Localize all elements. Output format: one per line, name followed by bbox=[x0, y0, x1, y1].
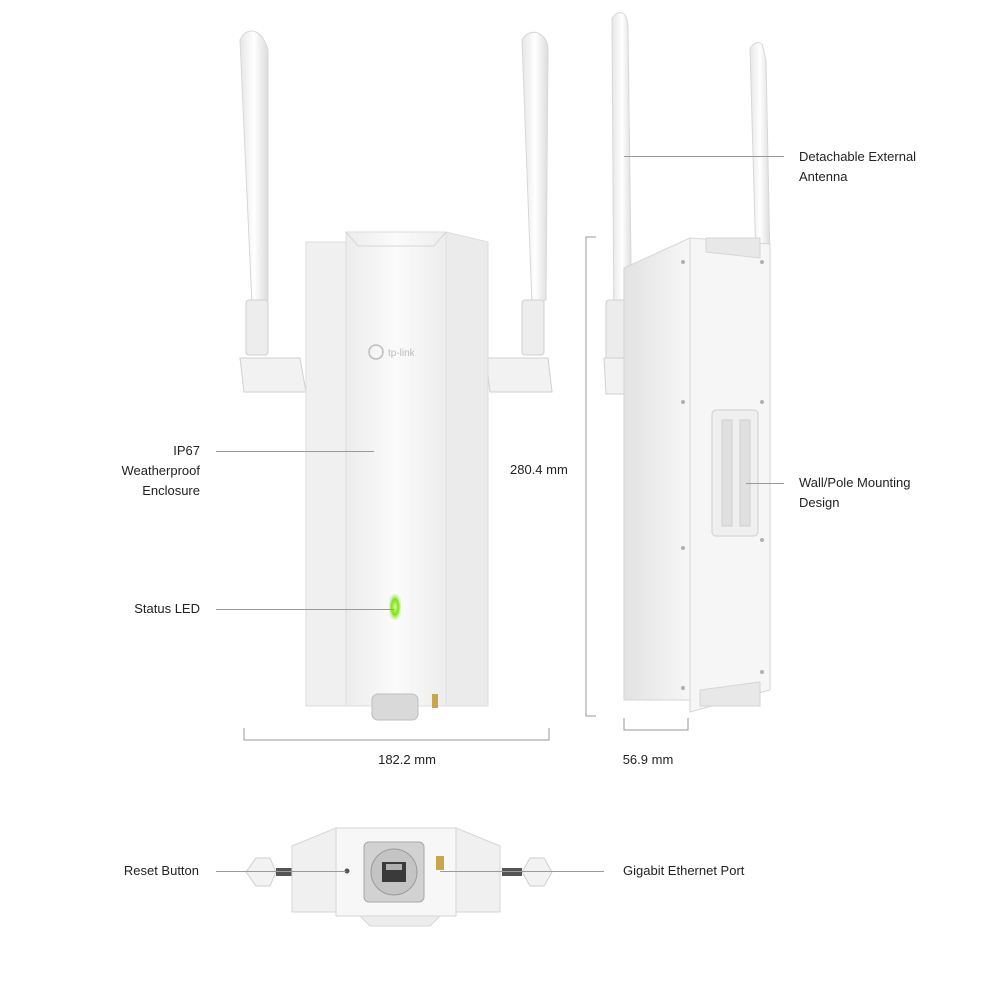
enclosure-label-line3: Enclosure bbox=[142, 483, 200, 498]
enclosure-label-line1: IP67 bbox=[173, 443, 200, 458]
left-antenna bbox=[239, 30, 307, 393]
reset-button-hole bbox=[344, 868, 350, 874]
width-dimension-label: 182.2 mm bbox=[378, 752, 436, 767]
depth-dimension-label: 56.9 mm bbox=[622, 752, 674, 767]
mounting-callout-line bbox=[746, 483, 784, 484]
enclosure-label-line2: Weatherproof bbox=[121, 463, 200, 478]
side-view bbox=[603, 12, 771, 713]
dimension-lines bbox=[243, 236, 689, 741]
brand-logo: tp-link bbox=[368, 344, 416, 360]
status-led bbox=[389, 594, 401, 620]
mounting-label-line2: Design bbox=[799, 495, 840, 510]
left-antenna-cap bbox=[245, 857, 277, 887]
height-dimension-label: 280.4 mm bbox=[510, 462, 568, 477]
right-antenna bbox=[485, 31, 553, 393]
brand-text: tp-link bbox=[388, 348, 416, 359]
ethernet-callout-line bbox=[440, 871, 604, 872]
antenna-label-line2: Antenna bbox=[799, 169, 848, 184]
enclosure-label: IP67 Weatherproof Enclosure bbox=[100, 441, 200, 501]
enclosure-callout-line bbox=[216, 451, 374, 452]
status-led-label: Status LED bbox=[134, 601, 200, 616]
antenna-label-line1: Detachable External bbox=[799, 149, 917, 164]
front-view: tp-link bbox=[239, 30, 553, 721]
ethernet-port bbox=[363, 841, 425, 903]
led-callout-line bbox=[216, 609, 394, 610]
right-antenna-cap bbox=[521, 857, 553, 887]
antenna-callout-line bbox=[624, 156, 784, 157]
bottom-view bbox=[245, 827, 553, 927]
mounting-label-line1: Wall/Pole Mounting bbox=[799, 475, 911, 490]
mount-bracket bbox=[711, 409, 759, 537]
mounting-label: Wall/Pole Mounting Design bbox=[799, 473, 911, 513]
antenna-label: Detachable External Antenna bbox=[799, 147, 916, 187]
reset-callout-line bbox=[216, 871, 346, 872]
reset-button-label: Reset Button bbox=[123, 863, 199, 878]
ethernet-port-label: Gigabit Ethernet Port bbox=[623, 863, 745, 878]
